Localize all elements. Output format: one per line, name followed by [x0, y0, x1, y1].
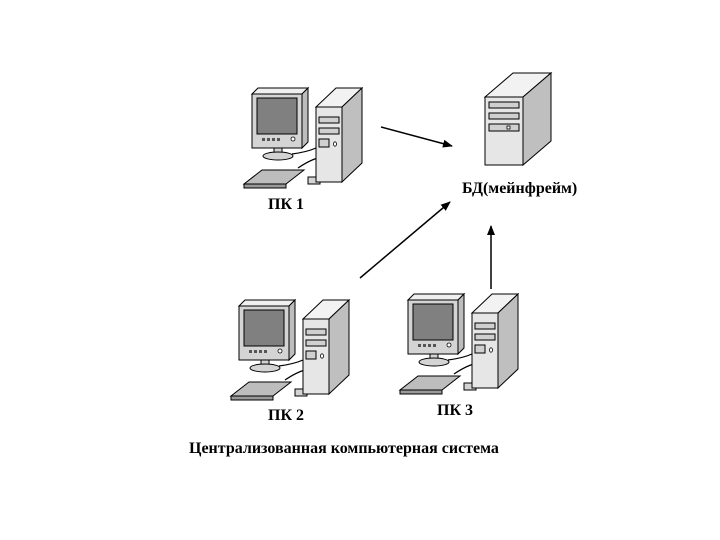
- pc1-label: ПК 1: [268, 196, 305, 213]
- mainframe-server-icon: [484, 72, 552, 166]
- arrow-pc2-to-mainframe: [359, 201, 451, 279]
- pc1-computer-icon: [243, 87, 363, 189]
- mainframe-label: БД(мейнфрейм): [462, 180, 578, 197]
- pc3-label: ПК 3: [437, 402, 474, 419]
- diagram-caption: Централизованная компьютерная система: [189, 440, 499, 457]
- pc2-label: ПК 2: [268, 407, 305, 424]
- pc3-computer-icon: [399, 293, 519, 395]
- pc2-computer-icon: [230, 299, 350, 401]
- arrow-pc1-to-mainframe: [380, 126, 453, 148]
